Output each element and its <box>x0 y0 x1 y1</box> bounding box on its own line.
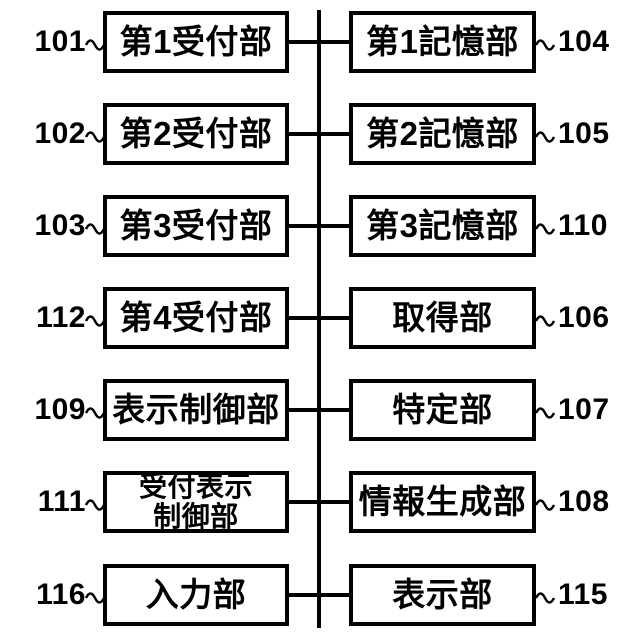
ref-number-116: 116 <box>36 578 86 611</box>
block-dai1-uketsukebu: 第1受付部 <box>103 11 289 73</box>
ref-number-111: 111 <box>37 485 86 518</box>
left-lead-squiggles <box>84 39 106 604</box>
block-dai4-uketsukebu: 第4受付部 <box>103 287 289 349</box>
block-hyoji-seigyobu: 表示制御部 <box>103 379 289 441</box>
ref-number-109: 109 <box>34 393 86 426</box>
ref-number-101: 101 <box>34 25 86 58</box>
ref-number-103: 103 <box>34 209 86 242</box>
ref-number-115: 115 <box>558 578 608 611</box>
block-dai3-kiokubu: 第3記憶部 <box>349 195 536 257</box>
tilde-squiggle <box>84 131 106 143</box>
ref-number-106: 106 <box>558 301 610 334</box>
tilde-squiggle <box>534 131 556 143</box>
tilde-squiggle <box>534 592 556 604</box>
ref-number-104: 104 <box>558 25 610 58</box>
block-dai3-uketsukebu: 第3受付部 <box>103 195 289 257</box>
tilde-squiggle <box>84 223 106 235</box>
tilde-squiggle <box>534 223 556 235</box>
block-dai1-kiokubu: 第1記憶部 <box>349 11 536 73</box>
tilde-squiggle <box>84 315 106 327</box>
ref-number-108: 108 <box>558 485 610 518</box>
block-uketsuke-hyoji-seigyobu: 受付表示 制御部 <box>103 471 289 533</box>
tilde-squiggle <box>84 407 106 419</box>
tilde-squiggle <box>84 592 106 604</box>
ref-number-112: 112 <box>36 301 86 334</box>
block-tokuteibu: 特定部 <box>349 379 536 441</box>
tilde-squiggle <box>84 39 106 51</box>
block-hyojibu: 表示部 <box>349 564 536 626</box>
tilde-squiggle <box>534 407 556 419</box>
ref-number-105: 105 <box>558 117 610 150</box>
tilde-squiggle <box>534 499 556 511</box>
block-dai2-uketsukebu: 第2受付部 <box>103 103 289 165</box>
ref-number-102: 102 <box>34 117 86 150</box>
ref-number-110: 110 <box>558 209 608 242</box>
ref-number-107: 107 <box>558 393 610 426</box>
block-joho-seiseibu: 情報生成部 <box>349 471 536 533</box>
tilde-squiggle <box>534 39 556 51</box>
tilde-squiggle <box>84 499 106 511</box>
tilde-squiggle <box>534 315 556 327</box>
right-lead-squiggles <box>534 39 556 604</box>
block-nyuryokubu: 入力部 <box>103 564 289 626</box>
block-shutokubu: 取得部 <box>349 287 536 349</box>
block-dai2-kiokubu: 第2記憶部 <box>349 103 536 165</box>
